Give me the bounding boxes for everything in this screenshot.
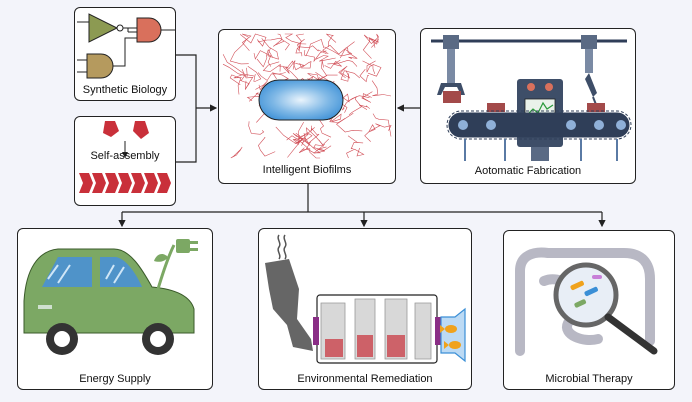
robot-arm-icon-left: [437, 35, 465, 103]
biofilm-illustration: [222, 33, 392, 159]
polluted-water: [265, 259, 313, 351]
energy-supply-label: Energy Supply: [79, 373, 151, 385]
automatic-fabrication-label: Aotomatic Fabrication: [474, 165, 582, 177]
magnifier-icon: [553, 262, 658, 355]
bacterium-cell: [258, 79, 344, 121]
panel-microbial-therapy: Microbial Therapy: [503, 230, 675, 390]
panel-automatic-fabrication: Aotomatic Fabrication: [420, 28, 636, 184]
microbial-therapy-label: Microbial Therapy: [545, 373, 633, 385]
environmental-remediation-label: Environmental Remediation: [297, 373, 433, 385]
synthetic-biology-label: Synthetic Biology: [82, 84, 168, 96]
plug-icon: [154, 239, 198, 290]
panel-energy-supply: Energy Supply: [17, 228, 213, 390]
intelligent-biofilms-label: Intelligent Biofilms: [262, 164, 352, 176]
and-gate-icon-top: [136, 17, 162, 43]
robot-arm-icon-right: [581, 35, 598, 108]
left-bracket-line: [176, 54, 197, 163]
panel-synthetic-biology: Synthetic Biology: [74, 7, 176, 101]
fish-icon: [440, 325, 461, 349]
car-icon: [23, 248, 195, 355]
energy-illustration: [23, 239, 198, 355]
conveyor-belt: [446, 110, 632, 140]
remediation-illustration: [265, 234, 466, 364]
and-gate-icon-bottom: [86, 53, 114, 79]
smoke-icon: [277, 234, 287, 260]
not-gate-icon: [88, 13, 124, 43]
fabrication-illustration: [431, 35, 632, 161]
therapy-illustration: [515, 247, 658, 356]
assembled-blocks: [79, 173, 171, 193]
clean-water: [440, 307, 466, 363]
self-assembly-illustration: [79, 121, 171, 193]
panel-self-assembly: Self-assembly: [74, 116, 176, 206]
self-assembly-label: Self-assembly: [90, 150, 160, 162]
panel-environmental-remediation: Environmental Remediation: [258, 228, 472, 390]
logic-gates-illustration: [77, 13, 175, 79]
panel-intelligent-biofilms: Intelligent Biofilms: [218, 29, 396, 184]
